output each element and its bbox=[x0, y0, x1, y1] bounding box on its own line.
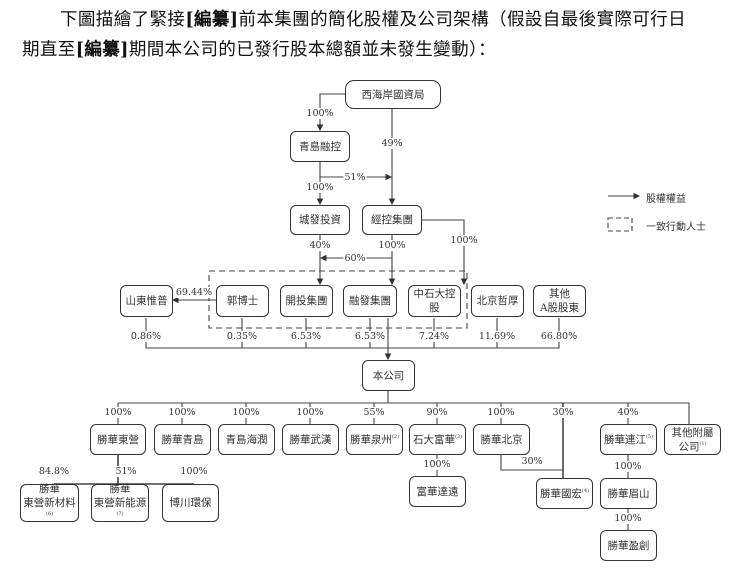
pct-label: 0.35% bbox=[225, 331, 259, 342]
pct-label: 100% bbox=[167, 407, 197, 418]
intro-text: 期直至 bbox=[22, 40, 76, 60]
intro-line-2: 期直至[編纂]期間本公司的已發行股本總額並未發生變動）： bbox=[22, 36, 496, 61]
pct-label: 66.80% bbox=[539, 331, 579, 342]
pct-label: 100% bbox=[613, 461, 643, 472]
pct-label: 100% bbox=[305, 182, 335, 193]
node-dy-new-materials: 勝華東營新材料(6) bbox=[20, 483, 79, 522]
legend-equity-interest: 股權權益 bbox=[646, 194, 686, 205]
node-qd-rongkong: 青島融控 bbox=[290, 131, 350, 162]
pct-label: 100% bbox=[449, 235, 479, 246]
pct-label: 40% bbox=[616, 407, 640, 418]
legend-dashed-icon bbox=[607, 217, 633, 232]
node-chengfa: 城發投資 bbox=[290, 205, 350, 235]
pct-label: 49% bbox=[380, 138, 404, 149]
node-sh-qingdao: 勝華青島 bbox=[154, 424, 211, 455]
node-sh-meishan: 勝華眉山 bbox=[600, 478, 657, 509]
redacted-marker: [編纂] bbox=[75, 40, 129, 60]
pct-label: 60% bbox=[343, 253, 367, 264]
node-beijing-zhehou: 北京哲厚 bbox=[471, 285, 524, 317]
node-fuhua-dayuan: 富華達遠 bbox=[409, 476, 466, 507]
node-zhongshida: 中石大控股 bbox=[408, 285, 461, 317]
pct-label: 100% bbox=[613, 513, 643, 524]
pct-label: 11.69% bbox=[477, 331, 517, 342]
node-other-subsidiaries: 其他附屬公司(1) bbox=[664, 424, 721, 455]
pct-label: 30% bbox=[520, 456, 544, 467]
pct-label: 100% bbox=[377, 240, 407, 251]
intro-text: 下圖描繪了緊接 bbox=[60, 10, 186, 30]
node-sh-yingchuang: 勝華盈創 bbox=[600, 530, 657, 561]
node-dy-new-energy: 勝華東營新能源(7) bbox=[91, 483, 149, 522]
node-sh-wuhan: 勝華武漢 bbox=[282, 424, 339, 455]
node-company: 本公司 bbox=[362, 360, 415, 391]
node-sh-dongying: 勝華東營 bbox=[90, 424, 146, 455]
node-shandong-weipu: 山東惟普 bbox=[120, 285, 173, 317]
pct-label: 100% bbox=[486, 407, 516, 418]
pct-label: 51% bbox=[343, 172, 367, 183]
pct-label: 0.86% bbox=[129, 331, 163, 342]
pct-label: 69.44% bbox=[174, 287, 214, 298]
node-sh-lianjiang: 勝華連江(5) bbox=[600, 424, 657, 455]
pct-label: 51% bbox=[114, 466, 138, 477]
node-sh-guohong: 勝華國宏(4) bbox=[536, 478, 593, 509]
node-dr-guo: 郭博士 bbox=[216, 285, 269, 317]
redacted-marker: [編纂] bbox=[185, 10, 239, 30]
pct-label: 100% bbox=[305, 108, 335, 119]
node-sh-quanzhou: 勝華泉州(2) bbox=[346, 424, 403, 455]
pct-label: 100% bbox=[103, 407, 133, 418]
node-sh-beijing: 勝華北京 bbox=[473, 424, 530, 455]
legend-concert-parties: 一致行動人士 bbox=[646, 222, 706, 233]
pct-label: 55% bbox=[362, 407, 386, 418]
pct-label: 40% bbox=[308, 240, 332, 251]
pct-label: 90% bbox=[425, 407, 449, 418]
pct-label: 30% bbox=[551, 407, 575, 418]
pct-label: 100% bbox=[295, 407, 325, 418]
node-jingkong: 經控集團 bbox=[362, 205, 422, 235]
node-shida-fuhua: 石大富華(3) bbox=[409, 424, 466, 455]
pct-label: 100% bbox=[231, 407, 261, 418]
pct-label: 100% bbox=[179, 466, 209, 477]
pct-label: 100% bbox=[422, 459, 452, 470]
intro-line-1: 下圖描繪了緊接[編纂]前本集團的簡化股權及公司架構（假設自最後實際可行日 bbox=[60, 6, 686, 31]
pct-label: 6.53% bbox=[353, 331, 387, 342]
node-xihaian: 西海岸國資局 bbox=[345, 80, 441, 109]
concert-parties-dashed-box bbox=[208, 270, 468, 329]
pct-label: 6.53% bbox=[289, 331, 323, 342]
pct-label: 7.24% bbox=[417, 331, 451, 342]
node-bochuan: 博川環保 bbox=[162, 484, 219, 522]
intro-text: 前本集團的簡化股權及公司架構（假設自最後實際可行日 bbox=[238, 10, 686, 30]
node-kaitou: 開投集團 bbox=[280, 285, 333, 317]
intro-text: 期間本公司的已發行股本總額並未發生變動）： bbox=[128, 40, 497, 60]
pct-label: 84.8% bbox=[37, 466, 71, 477]
node-qd-hairun: 青島海潤 bbox=[218, 424, 275, 455]
node-rongfa: 融發集團 bbox=[343, 285, 397, 317]
